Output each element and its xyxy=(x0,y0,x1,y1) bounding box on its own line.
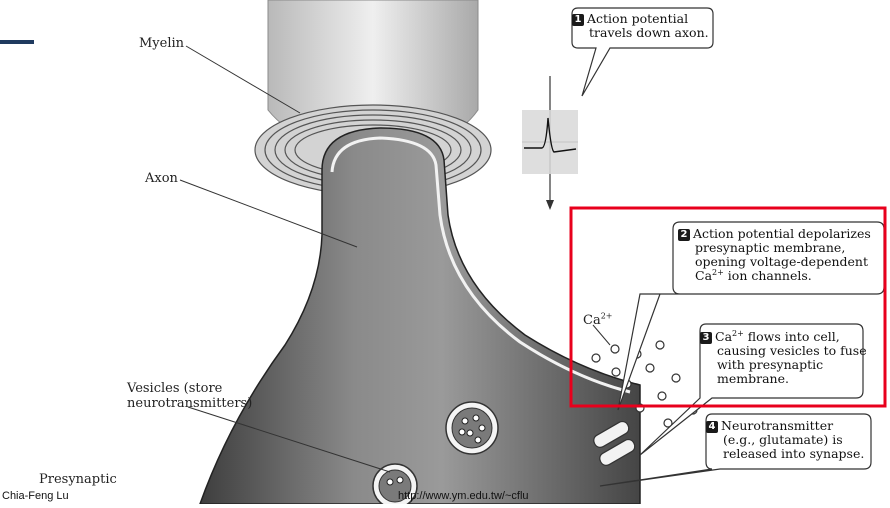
callout-2-line-2: presynaptic membrane, xyxy=(678,241,871,255)
vesicles-label-line1: Vesicles (store xyxy=(127,381,222,396)
callout-4-text-line: (e.g., glutamate) is xyxy=(723,432,843,447)
callout-3-ca-rest: flows into cell, xyxy=(744,329,840,344)
action-potential-trace xyxy=(522,76,578,210)
step-3-badge: 3 xyxy=(700,332,712,344)
callout-2-text-line: presynaptic membrane, xyxy=(695,240,845,255)
callout-3-ca-charge: 2+ xyxy=(732,329,744,338)
callout-2-text-line: opening voltage-dependent xyxy=(695,254,868,269)
callout-3-line-2: causing vesicles to fuse xyxy=(700,344,867,358)
vesicles-label-line2: neurotransmitters) xyxy=(127,396,252,411)
calcium-ion-label: Ca2+ xyxy=(583,313,613,328)
callout-4-line-3: released into synapse. xyxy=(706,447,864,461)
calcium-ion-label-base: Ca xyxy=(583,313,601,328)
axon-terminal xyxy=(200,128,640,504)
callout-2-ca-charge: 2+ xyxy=(712,268,724,277)
axon-label: Axon xyxy=(145,171,178,186)
callout-3-ca-base: Ca xyxy=(715,329,732,344)
callout-1-text-line: Action potential xyxy=(587,11,688,26)
callout-2-ca-rest: ion channels. xyxy=(724,268,812,283)
presynaptic-label: Presynaptic xyxy=(39,472,117,487)
step-1-badge: 1 xyxy=(572,14,584,26)
accent-bar xyxy=(0,40,34,44)
callout-2-text-line: Action potential depolarizes xyxy=(693,226,871,241)
callout-3-line-3: with presynaptic xyxy=(700,358,867,372)
callout-2-line-4: Ca2+ ion channels. xyxy=(678,269,871,283)
callout-3-text-line: membrane. xyxy=(717,371,789,386)
vesicle-large xyxy=(446,402,498,454)
callout-4-line-2: (e.g., glutamate) is xyxy=(706,433,864,447)
callout-3-line-4: membrane. xyxy=(700,372,867,386)
myelin-label: Myelin xyxy=(139,36,184,51)
callout-2-ca-base: Ca xyxy=(695,268,712,283)
footer-author: Chia-Feng Lu xyxy=(2,490,69,502)
callout-4-text-line: Neurotransmitter xyxy=(721,418,833,433)
step-4-badge: 4 xyxy=(706,421,718,433)
callout-4-text-line: released into synapse. xyxy=(723,446,864,461)
callout-3-text-line: causing vesicles to fuse xyxy=(717,343,867,358)
footer-url: http://www.ym.edu.tw/~cflu xyxy=(398,490,529,502)
callout-1-text-line: travels down axon. xyxy=(589,25,709,40)
callout-3-text-line: with presynaptic xyxy=(717,357,823,372)
callout-1-line-2: travels down axon. xyxy=(572,26,709,40)
ca-leader xyxy=(593,325,610,345)
callout-2-line-3: opening voltage-dependent xyxy=(678,255,871,269)
calcium-ion-label-charge: 2+ xyxy=(601,312,613,321)
step-2-badge: 2 xyxy=(678,229,690,241)
